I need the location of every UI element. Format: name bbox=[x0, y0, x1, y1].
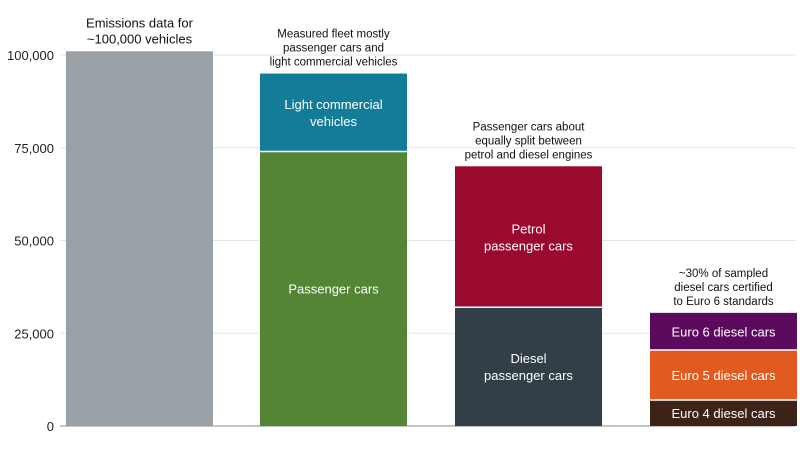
y-tick-label: 75,000 bbox=[14, 141, 54, 156]
y-tick-label: 50,000 bbox=[14, 234, 54, 249]
segment-label: Euro 5 diesel cars bbox=[671, 368, 776, 383]
bar-segment bbox=[650, 349, 797, 401]
bar-segment bbox=[455, 307, 602, 426]
y-tick-label: 100,000 bbox=[7, 48, 54, 63]
bar-segment bbox=[650, 400, 797, 426]
bar-annotation: Emissions data for~100,000 vehicles bbox=[86, 15, 194, 46]
y-axis: 0 25,000 50,000 75,000 100,000 bbox=[7, 48, 54, 434]
y-tick-label: 25,000 bbox=[14, 326, 54, 341]
bar-segment bbox=[455, 166, 602, 308]
bar-segment bbox=[650, 312, 797, 350]
segment-label: Euro 4 diesel cars bbox=[671, 406, 776, 421]
bar-segment bbox=[260, 73, 407, 152]
bar-segment bbox=[260, 151, 407, 426]
y-tick-label: 0 bbox=[47, 419, 54, 434]
bar-total bbox=[66, 51, 213, 426]
segment-label: Euro 6 diesel cars bbox=[671, 324, 776, 339]
bar-diesel: Euro 4 diesel cars Euro 5 diesel cars Euro… bbox=[650, 312, 797, 426]
segment-label: Passenger cars bbox=[288, 282, 379, 297]
bar-segment bbox=[66, 51, 213, 426]
annotations: Emissions data for~100,000 vehicles Measu… bbox=[86, 15, 774, 308]
